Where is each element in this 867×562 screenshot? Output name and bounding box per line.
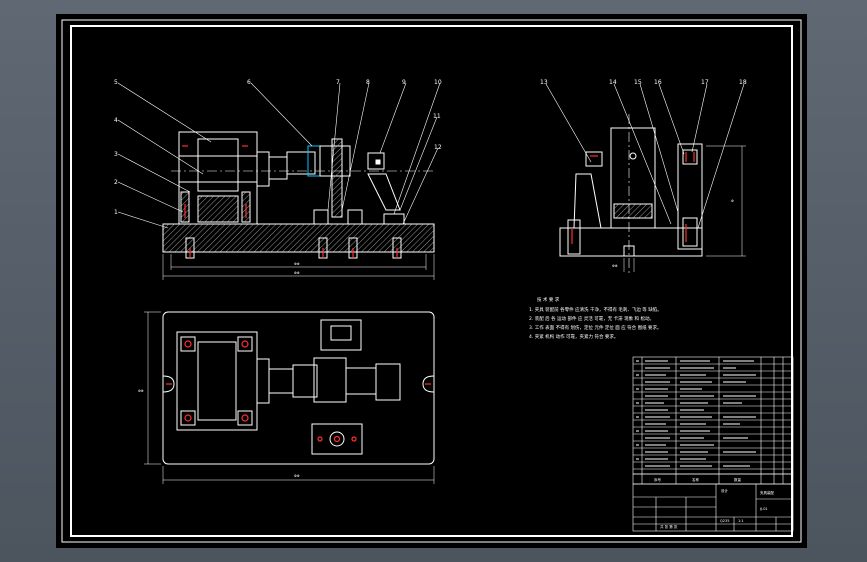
front-leaders xyxy=(117,82,441,229)
callout-2: 2 xyxy=(114,179,118,186)
parts-list xyxy=(632,356,794,485)
header-seq: 序号 xyxy=(654,477,662,482)
notes-title: 技 术 要 求 xyxy=(537,296,560,303)
notes-line-3: 3. 工作 表面 不得有 划伤，定位 元件 定位 面 应 符合 图纸 要求。 xyxy=(529,324,662,331)
callout-14: 14 xyxy=(609,79,617,86)
drawing-canvas: 1 2 3 4 5 6 7 8 9 10 11 12 ΦΦ ΦΦ xyxy=(56,14,807,548)
callout-1: 1 xyxy=(114,209,118,216)
plan-view xyxy=(162,311,435,465)
parts-list-header: 序号 名称 数量 xyxy=(654,477,742,482)
callout-13: 13 xyxy=(540,79,548,86)
dim-side-height: Φ xyxy=(731,199,734,203)
callout-3: 3 xyxy=(114,151,118,158)
callout-7: 7 xyxy=(336,79,340,86)
plan-red-marks xyxy=(166,340,431,443)
dim-side-small: ΦΦ xyxy=(612,264,618,268)
header-qty: 数量 xyxy=(734,477,742,482)
plan-base xyxy=(162,311,435,465)
plan-top-block xyxy=(320,319,362,351)
callout-12: 12 xyxy=(434,144,442,151)
callout-18: 18 xyxy=(739,79,747,86)
dim-front-inner: ΦΦ xyxy=(294,262,300,266)
side-dimensions xyxy=(623,145,746,272)
part-name: 夹具装配 xyxy=(760,490,774,495)
header-name: 名称 xyxy=(692,477,700,482)
drawing-number: JJ-01 xyxy=(759,507,768,511)
notes-line-1: 1. 夹具 装配前 各零件 应清洗 干净，不得有 毛刺、飞边 等 缺陷。 xyxy=(529,306,662,313)
callout-9: 9 xyxy=(402,79,406,86)
cad-drawing: 1 2 3 4 5 6 7 8 9 10 11 12 ΦΦ ΦΦ xyxy=(61,19,802,543)
material-value: Q235 xyxy=(720,519,729,523)
inner-frame xyxy=(70,25,793,537)
notes-line-4: 4. 夹紧 机构 动作 可靠，夹紧力 符合 要求。 xyxy=(529,333,618,340)
company-label: 设计 xyxy=(721,488,729,493)
plan-clamp xyxy=(313,357,347,403)
callout-8: 8 xyxy=(366,79,370,86)
notes-line-2: 2. 装配 后 各 运动 部件 应 灵活 可靠，无 卡滞 现象 和 松动。 xyxy=(529,315,654,322)
callout-10: 10 xyxy=(434,79,442,86)
dim-plan-width: ΦΦ xyxy=(294,474,300,478)
coupling xyxy=(307,145,321,177)
side-red-marks xyxy=(571,152,695,244)
plan-dimensions xyxy=(144,311,435,484)
title-block xyxy=(632,483,794,532)
dim-plan-height: ΦΦ xyxy=(138,389,144,393)
sheet-info: 共 张 第 张 xyxy=(660,524,678,529)
front-red-marks xyxy=(182,145,398,258)
technical-notes: 技 术 要 求 1. 夹具 装配前 各零件 应清洗 干净，不得有 毛刺、飞边 等… xyxy=(529,296,662,340)
scale-value: 1:1 xyxy=(738,519,744,523)
dim-front-overall: ΦΦ xyxy=(294,271,300,275)
title-block-text: 设计 夹具装配 JJ-01 1:1 Q235 共 张 第 张 xyxy=(660,488,774,529)
front-dimensions xyxy=(162,254,435,280)
base-plate xyxy=(162,223,435,253)
side-column xyxy=(610,127,656,229)
callout-5: 5 xyxy=(114,79,118,86)
callout-6: 6 xyxy=(247,79,251,86)
side-view xyxy=(559,114,703,274)
side-jaw xyxy=(677,143,703,250)
side-base xyxy=(559,227,703,257)
side-leaders xyxy=(545,83,745,229)
side-callout-labels: 13 14 15 16 17 18 xyxy=(540,79,747,86)
front-callout-labels: 1 2 3 4 5 6 7 8 9 10 11 12 xyxy=(114,79,442,216)
callout-17: 17 xyxy=(701,79,709,86)
callout-16: 16 xyxy=(654,79,662,86)
callout-11: 11 xyxy=(433,113,441,120)
callout-15: 15 xyxy=(634,79,642,86)
plan-bottom-block xyxy=(311,423,363,455)
parts-list-entries xyxy=(636,360,756,467)
outer-frame xyxy=(61,19,802,543)
front-view xyxy=(162,131,436,259)
callout-4: 4 xyxy=(114,117,118,124)
